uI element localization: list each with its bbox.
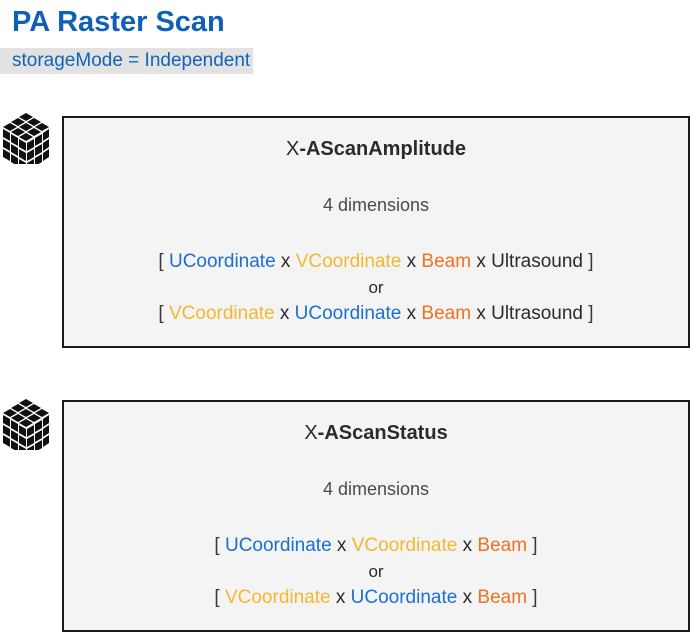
- dimension-separator: x: [330, 587, 351, 608]
- entity-prefix: X: [304, 422, 318, 444]
- entity-title: X-AScanStatus: [64, 420, 688, 446]
- dimension-token-ucoordinate: UCoordinate: [350, 587, 458, 608]
- entity-name: -AScanAmplitude: [299, 138, 467, 160]
- bracket-open: [: [214, 535, 225, 556]
- dimension-token-vcoordinate: VCoordinate: [168, 303, 275, 324]
- bracket-close: ]: [583, 251, 594, 272]
- dimension-layout-row: [ VCoordinate x UCoordinate x Beam x Ult…: [64, 300, 688, 328]
- layout-separator-or: or: [368, 562, 384, 581]
- data-cube-icon: [2, 112, 50, 164]
- dimension-token-beam: Beam: [421, 251, 472, 272]
- bracket-open: [: [158, 303, 169, 324]
- storage-mode-banner: storageMode = Independent: [0, 48, 254, 74]
- dimension-token-plain: Ultrasound: [491, 303, 583, 324]
- dimension-separator: x: [457, 535, 478, 556]
- bracket-close: ]: [527, 587, 538, 608]
- dimension-token-ucoordinate: UCoordinate: [168, 251, 276, 272]
- entity-title: X-AScanAmplitude: [64, 136, 688, 162]
- dimension-separator: x: [471, 303, 492, 324]
- layout-separator-or: or: [368, 278, 384, 297]
- dimension-separator: x: [401, 251, 422, 272]
- bracket-open: [: [214, 587, 225, 608]
- dimension-token-ucoordinate: UCoordinate: [224, 535, 332, 556]
- dimension-separator: x: [457, 587, 478, 608]
- dimension-layout-row: [ VCoordinate x UCoordinate x Beam ]: [64, 584, 688, 612]
- entity-box-ascanamplitude: X-AScanAmplitude 4 dimensions [ UCoordin…: [62, 116, 690, 348]
- dimension-separator: x: [331, 535, 352, 556]
- dimension-token-beam: Beam: [477, 535, 528, 556]
- entity-dimension-layouts: [ UCoordinate x VCoordinate x Beam ] or …: [64, 532, 688, 612]
- entity-prefix: X: [285, 138, 300, 160]
- data-cube-icon: [2, 398, 50, 450]
- dimension-token-ucoordinate: UCoordinate: [294, 303, 402, 324]
- entity-dimension-count: 4 dimensions: [322, 479, 430, 499]
- dimension-token-beam: Beam: [421, 303, 472, 324]
- dimension-token-vcoordinate: VCoordinate: [224, 587, 331, 608]
- dimension-layout-row: [ UCoordinate x VCoordinate x Beam ]: [64, 532, 688, 560]
- entity-dimension-layouts: [ UCoordinate x VCoordinate x Beam x Ult…: [64, 248, 688, 328]
- dimension-layout-row: [ UCoordinate x VCoordinate x Beam x Ult…: [64, 248, 688, 276]
- dimension-token-beam: Beam: [477, 587, 528, 608]
- dimension-token-plain: Ultrasound: [491, 251, 583, 272]
- page-title: PA Raster Scan: [12, 6, 225, 38]
- entity-name: -AScanStatus: [317, 422, 448, 444]
- dimension-separator: x: [275, 251, 296, 272]
- dimension-separator: x: [401, 303, 422, 324]
- entity-box-ascanstatus: X-AScanStatus 4 dimensions [ UCoordinate…: [62, 400, 690, 632]
- bracket-close: ]: [527, 535, 538, 556]
- bracket-open: [: [158, 251, 169, 272]
- dimension-token-vcoordinate: VCoordinate: [351, 535, 458, 556]
- bracket-close: ]: [583, 303, 594, 324]
- dimension-separator: x: [274, 303, 295, 324]
- dimension-token-vcoordinate: VCoordinate: [295, 251, 402, 272]
- storage-mode-label: storageMode = Independent: [0, 48, 254, 74]
- dimension-separator: x: [471, 251, 492, 272]
- entity-dimension-count: 4 dimensions: [322, 195, 430, 215]
